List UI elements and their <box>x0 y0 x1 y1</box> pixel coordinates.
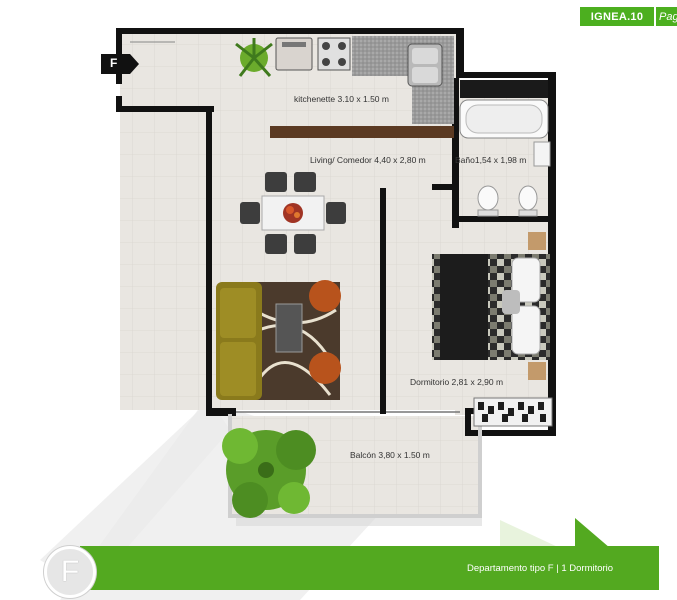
kitchen-plant-icon <box>235 38 273 77</box>
unit-type-circle: F <box>44 546 96 598</box>
page-label: Pag <box>656 7 677 26</box>
unit-badge: F <box>110 56 118 70</box>
label-dormitorio: Dormitorio 2,81 x 2,90 m <box>410 377 504 387</box>
label-bano: Baño1,54 x 1,98 m <box>455 155 527 165</box>
brand-tag: IGNEA.10 <box>580 7 654 26</box>
washbasin-icon <box>533 141 551 167</box>
corner-triangle <box>575 518 610 548</box>
nightstand-icon <box>528 232 546 250</box>
living-set-icon <box>216 280 341 400</box>
sink-icon <box>407 43 443 87</box>
unit-type-letter: F <box>60 555 80 588</box>
unit-badge-shape <box>101 54 139 74</box>
toilet-icon <box>477 185 499 217</box>
footer-caption: Departamento tipo F | 1 Dormitorio <box>467 563 614 574</box>
footer-bar <box>80 546 659 590</box>
cooktop-icon <box>317 37 351 71</box>
label-living: Living/ Comedor 4,40 x 2,80 m <box>310 155 426 165</box>
label-balcon: Balcón 3,80 x 1.50 m <box>350 450 430 460</box>
dining-set-icon <box>240 172 346 254</box>
breakfast-bar <box>270 126 454 138</box>
label-kitchenette: kitchenette 3.10 x 1.50 m <box>294 94 389 104</box>
bed-icon <box>432 254 550 360</box>
bidet-icon <box>518 185 538 217</box>
balcony-plant-icon <box>222 428 316 518</box>
bathtub-icon <box>459 99 549 139</box>
